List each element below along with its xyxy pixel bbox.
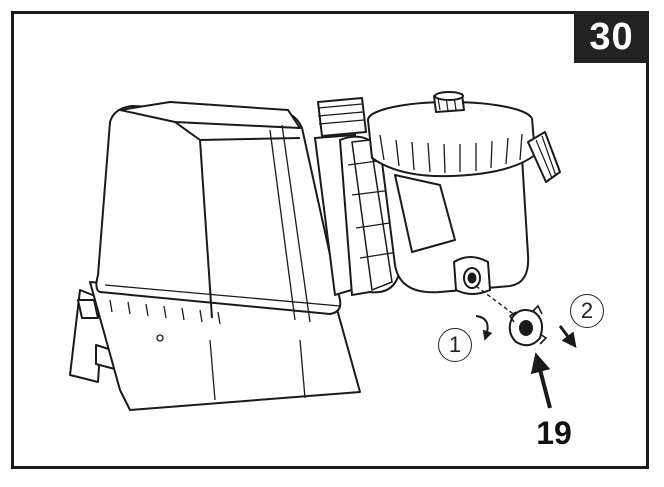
callout-remove-step: 2 bbox=[570, 294, 604, 328]
part-pointer-arrow bbox=[530, 352, 552, 409]
motor-housing bbox=[69, 101, 361, 411]
drain-guide-line bbox=[475, 285, 517, 317]
step-number-badge: 30 bbox=[574, 11, 649, 63]
drain-plug bbox=[508, 304, 548, 347]
strainer-housing bbox=[317, 91, 561, 295]
rotate-arrow bbox=[475, 315, 493, 341]
callout-rotate-step: 1 bbox=[438, 328, 472, 362]
figure-frame bbox=[11, 11, 649, 469]
coupling-ring bbox=[313, 133, 402, 297]
remove-arrow bbox=[558, 325, 577, 348]
part-number-label: 19 bbox=[536, 415, 572, 451]
